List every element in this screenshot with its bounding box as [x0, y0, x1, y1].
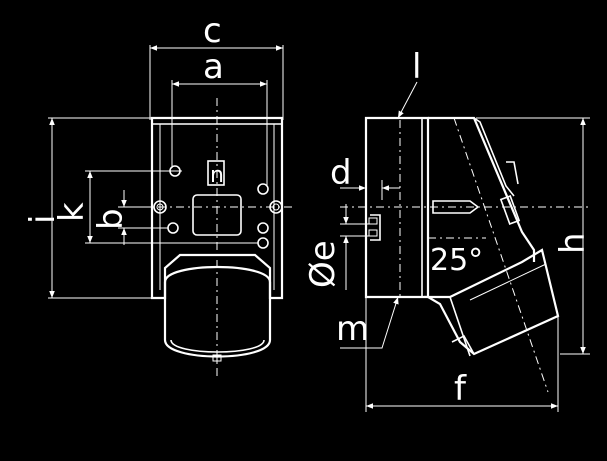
label-m: m — [336, 309, 369, 349]
screw-hole-top-right — [257, 183, 269, 195]
front-window — [192, 194, 242, 236]
label-f: f — [454, 369, 467, 409]
angle-annotation: 25° — [430, 243, 483, 278]
front-housing-outline — [150, 116, 284, 300]
dimension-i: i — [23, 117, 152, 299]
dimension-b: b — [91, 190, 168, 245]
side-pin — [432, 200, 480, 214]
label-e: Øe — [303, 240, 343, 288]
label-i: i — [23, 215, 63, 224]
dimension-a: a — [171, 47, 268, 185]
leader-m: m — [336, 296, 399, 349]
label-h: h — [553, 232, 593, 254]
screw-hole-right — [269, 200, 283, 214]
label-b: b — [91, 208, 131, 230]
side-socket-axis — [453, 117, 549, 393]
dimension-d: d — [330, 153, 400, 200]
label-angle: 25° — [430, 243, 483, 278]
dimension-c: c — [149, 11, 284, 120]
dimension-f: f — [365, 297, 559, 412]
screw-hole-bottom-right — [257, 237, 269, 249]
front-view: n — [140, 98, 295, 378]
label-a: a — [203, 47, 224, 87]
label-k: k — [52, 202, 92, 222]
screw-hole-top — [168, 165, 182, 177]
label-d: d — [330, 153, 352, 193]
dimension-e: Øe — [303, 204, 370, 290]
screw-hole-mid-left — [167, 222, 179, 234]
label-l: l — [412, 47, 421, 87]
front-mark-label: n — [210, 163, 224, 188]
screw-hole-mid-right — [257, 222, 269, 234]
dimension-k: k — [52, 170, 258, 244]
label-c: c — [203, 11, 222, 51]
front-socket-cylinder — [163, 265, 272, 358]
leader-l: l — [397, 47, 421, 119]
dimension-h: h — [476, 117, 593, 355]
